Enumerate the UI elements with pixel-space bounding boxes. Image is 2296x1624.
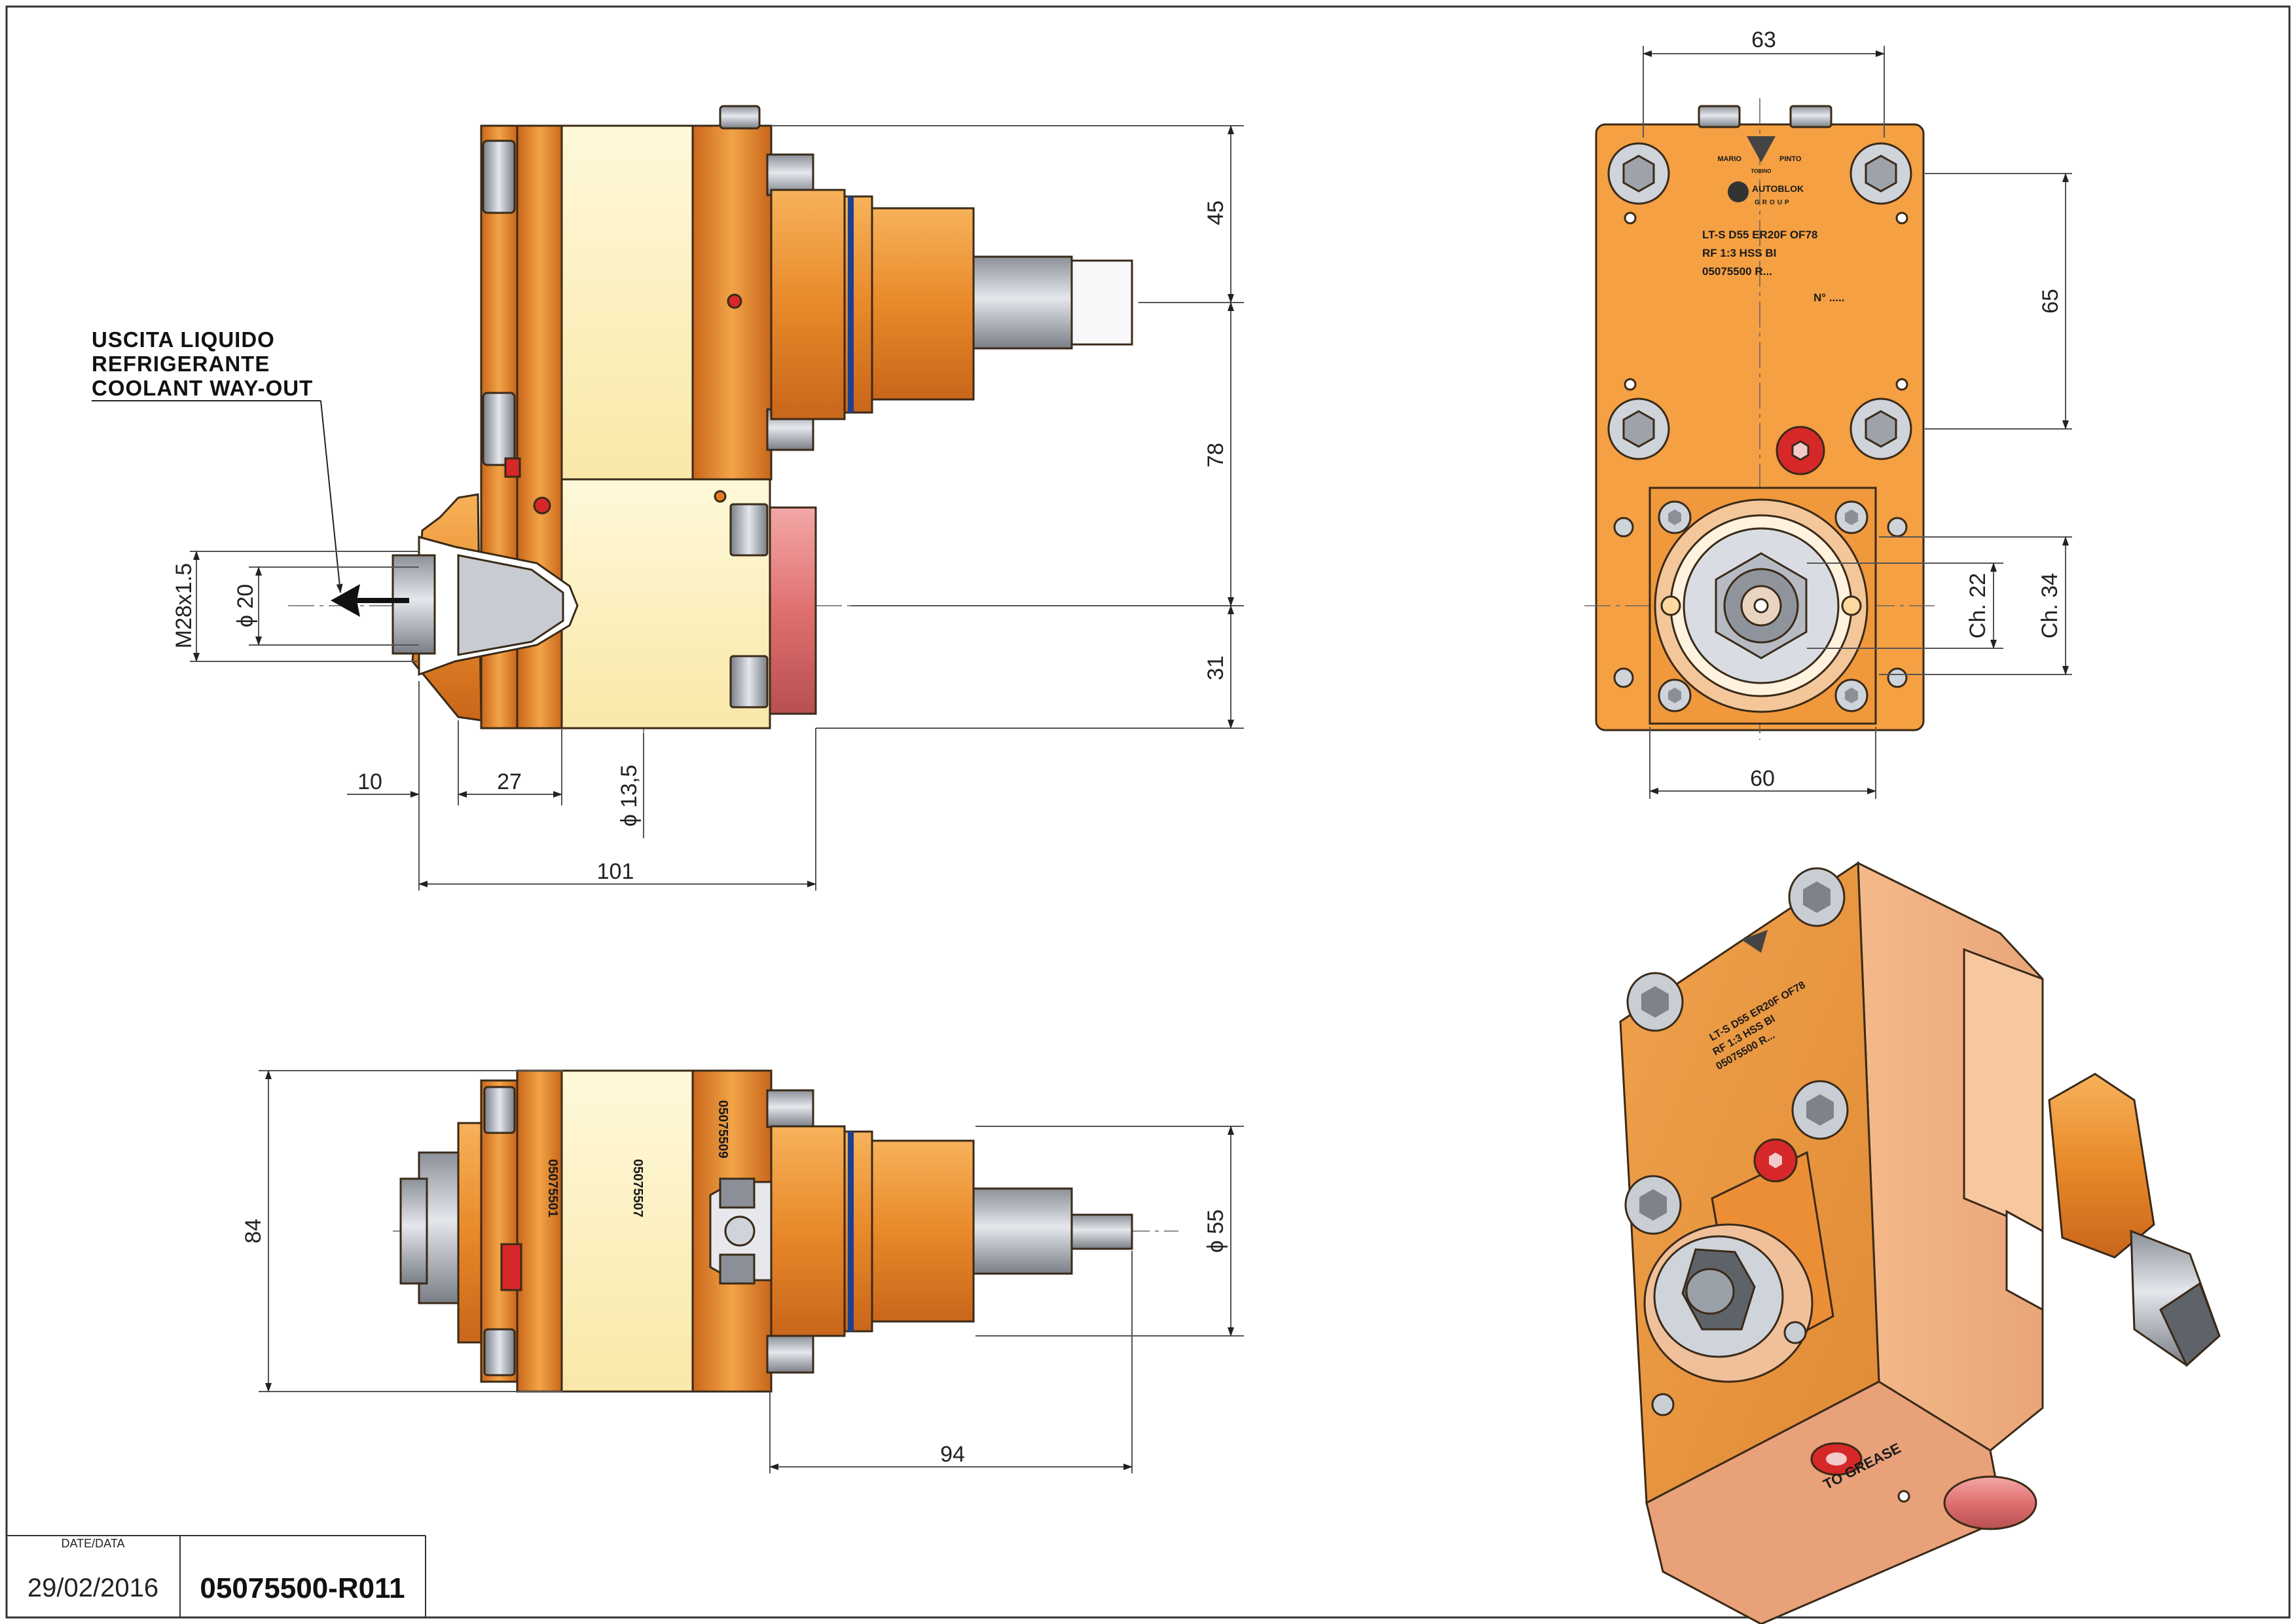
dim-ch34: Ch. 34 [2037,573,2062,638]
note-line-1: USCITA LIQUIDO [92,327,275,352]
dim-m28: M28x1.5 [172,563,196,648]
dim-65: 65 [2038,289,2063,314]
bolt-icon [1791,1080,1849,1140]
dim-ch22: Ch. 22 [1965,573,1990,638]
bolt-icon [1658,500,1692,534]
part-number-3: 05075509 [716,1100,730,1158]
note-line-2: REFRIGERANTE [92,352,270,376]
date-value: 29/02/2016 [27,1574,158,1602]
isometric-view: TO GREASE LT-S D55 ER20F OF78 RF 1:3 HSS… [1619,861,2221,1624]
part-number-1: 05075501 [545,1159,560,1217]
dim-63: 63 [1751,28,1776,52]
note-line-3: COOLANT WAY-OUT [92,376,313,400]
dim-78: 78 [1203,443,1228,468]
dim-diameter-13-5: ϕ 13,5 [617,765,642,827]
title-block: DATE/DATA 29/02/2016 05075500-R011 [7,1535,426,1617]
brand-logo-icon [1747,136,1776,162]
drawing-code: 05075500-R011 [200,1572,405,1604]
bolt-icon [1850,142,1912,205]
sheet-border [5,5,2291,1619]
side-view-dimensions: 45 78 31 10 27 101 ϕ 13,5 M28x1.5 ϕ 20 [172,125,1244,891]
front-label-3: 05075500 R... [1702,265,1772,278]
front-view-dimensions: 63 65 60 Ch. 22 Ch. 34 [1643,28,2072,799]
dim-27: 27 [497,769,522,794]
dim-45: 45 [1203,200,1228,225]
autoblok-logo-icon [1728,181,1749,202]
front-label-1: LT-S D55 ER20F OF78 [1702,229,1817,241]
front-label-2: RF 1:3 HSS BI [1702,247,1776,259]
top-view-dimensions: 84 ϕ 55 94 [241,1070,1244,1473]
front-view: MARIO PINTO TORINO AUTOBLOK GROUP LT-S D… [1584,98,1935,740]
dim-31: 31 [1203,655,1228,680]
top-view: 05075501 05075507 05075509 [393,1069,1178,1393]
date-label: DATE/DATA [61,1537,124,1550]
brand-mario: MARIO [1717,155,1741,163]
bolt-icon [1788,867,1846,927]
brand-pinto: PINTO [1779,155,1802,163]
bolt-icon [1658,678,1692,712]
front-label-4: N° ..... [1813,291,1844,304]
bolt-icon [1607,142,1670,205]
bolt-icon [1834,500,1868,534]
part-number-2: 05075507 [630,1159,645,1217]
dim-84: 84 [241,1219,266,1244]
dim-diameter-20: ϕ 20 [233,584,258,627]
brand-group: GROUP [1755,199,1792,206]
bolt-icon [1624,1175,1682,1235]
dim-60: 60 [1750,766,1775,791]
side-view [288,105,1211,733]
bolt-icon [1834,678,1868,712]
bolt-icon [1626,972,1684,1032]
brand-logo-icon [1741,930,1768,953]
coolant-note: USCITA LIQUIDO REFRIGERANTE COOLANT WAY-… [92,327,343,593]
dim-101: 101 [597,859,634,884]
dim-94: 94 [940,1442,965,1467]
bolt-icon [1607,397,1670,460]
bolt-icon [1850,397,1912,460]
dim-diameter-55: ϕ 55 [1203,1209,1228,1253]
brand-torino: TORINO [1751,168,1772,174]
dim-10: 10 [357,769,382,794]
brand-autoblok: AUTOBLOK [1752,183,1804,194]
